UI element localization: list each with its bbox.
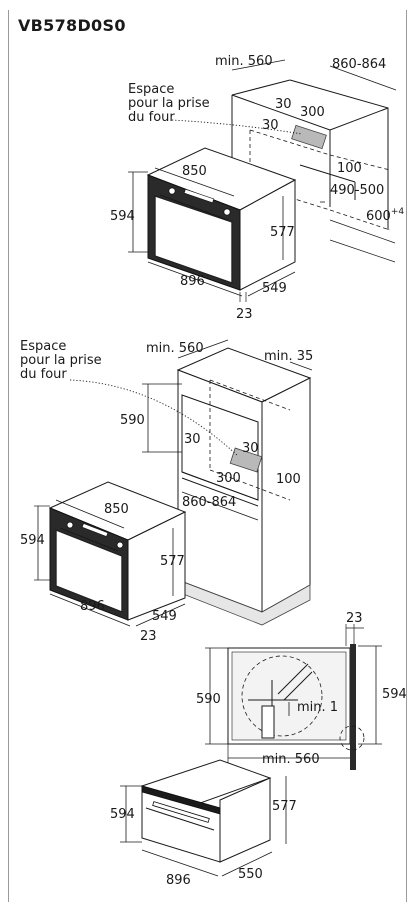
socket-area bbox=[291, 124, 327, 150]
detail-circle bbox=[241, 655, 323, 737]
dim-tall-cabinet-side: min. 35 bbox=[264, 349, 313, 364]
sheet-frame bbox=[8, 10, 407, 902]
socket-note-line3: du four bbox=[128, 110, 175, 125]
dim-tall-socket-width: 300 bbox=[216, 471, 241, 486]
dim-oven-depth: 549 bbox=[262, 281, 287, 296]
dim-oven-height: 594 bbox=[110, 209, 135, 224]
dim-front-panel: 23 bbox=[346, 611, 363, 626]
dim-oven2-door-height: 577 bbox=[160, 554, 185, 569]
socket-note-line2: pour la prise bbox=[128, 96, 210, 111]
model-title: VB578D0S0 bbox=[18, 16, 126, 35]
dim-tall-cabinet-width: min. 560 bbox=[146, 341, 204, 356]
dim-oven-front: 23 bbox=[236, 307, 253, 322]
dim-section-niche-depth: min. 560 bbox=[262, 752, 320, 767]
dim-cabinet-depth: 860-864 bbox=[332, 57, 386, 72]
oven-2 bbox=[48, 481, 187, 621]
dim-oven3-height: 594 bbox=[110, 807, 135, 822]
dim-tall-niche-height: 590 bbox=[120, 413, 145, 428]
dim-socket-offset-side: 30 bbox=[262, 118, 279, 133]
oven-1 bbox=[146, 147, 297, 291]
socket-note-2-line2: pour la prise bbox=[20, 353, 102, 368]
dim-niche-height: 600+4 bbox=[366, 207, 404, 224]
socket-area-2 bbox=[229, 447, 263, 473]
dim-gap: min. 1 bbox=[297, 700, 338, 715]
dim-oven2-front: 23 bbox=[140, 629, 157, 644]
dim-oven-outer-width: 896 bbox=[180, 274, 205, 289]
dim-socket-height: 100 bbox=[337, 161, 362, 176]
diagram-under-counter: min. 560 860-864 Espace pour la prise du… bbox=[110, 54, 404, 322]
dim-oven2-height: 594 bbox=[20, 533, 45, 548]
dim-oven-door-height: 577 bbox=[270, 225, 295, 240]
dim-cabinet-width: min. 560 bbox=[215, 54, 273, 69]
diagram-tall-unit: Espace pour la prise du four min. 560 mi… bbox=[20, 339, 313, 644]
oven-3 bbox=[140, 759, 272, 863]
dim-section-niche-height: 590 bbox=[196, 692, 221, 707]
socket-note-2-line1: Espace bbox=[20, 339, 66, 354]
dim-tall-socket-height: 100 bbox=[276, 472, 301, 487]
dim-oven3-depth: 550 bbox=[238, 867, 263, 882]
dim-oven2-outer-width: 896 bbox=[80, 599, 105, 614]
tall-cabinet bbox=[176, 347, 312, 626]
dim-tall-socket-left: 30 bbox=[184, 432, 201, 447]
dim-oven2-depth: 549 bbox=[152, 609, 177, 624]
dim-section-oven-height: 594 bbox=[382, 687, 407, 702]
dim-socket-width: 300 bbox=[300, 105, 325, 120]
socket-note-line1: Espace bbox=[128, 82, 174, 97]
dim-oven3-door-height: 577 bbox=[272, 799, 297, 814]
dim-oven2-width: 850 bbox=[104, 502, 129, 517]
dim-tall-socket-right: 30 bbox=[242, 441, 259, 456]
front-panel-section bbox=[350, 644, 356, 770]
diagram-cross-section: 23 min. 1 590 594 min. 560 bbox=[110, 611, 407, 888]
dim-niche-depth: 490-500 bbox=[330, 183, 384, 198]
socket-note-2-line3: du four bbox=[20, 367, 67, 382]
dim-oven3-width: 896 bbox=[166, 873, 191, 888]
cabinet-niche bbox=[231, 79, 396, 275]
dim-oven-width: 850 bbox=[182, 164, 207, 179]
dim-tall-niche-depth: 860-864 bbox=[182, 495, 236, 510]
dim-socket-offset-top: 30 bbox=[275, 97, 292, 112]
